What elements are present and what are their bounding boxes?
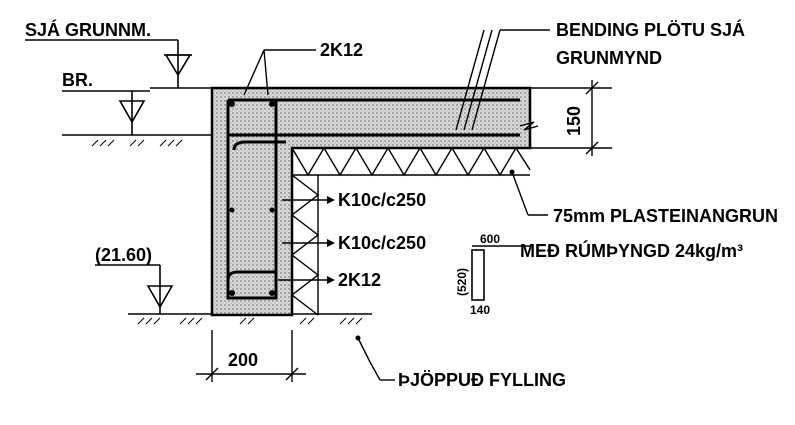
edge-label: BR. bbox=[62, 70, 93, 90]
ground-lines bbox=[25, 39, 372, 315]
stirrup-label-1: K10c/c250 bbox=[338, 190, 426, 210]
insulation-block-icon bbox=[471, 245, 530, 301]
level-label: (21.60) bbox=[95, 245, 152, 265]
level-symbol-edge bbox=[118, 91, 146, 135]
leader-arrowheads bbox=[327, 169, 515, 341]
reinforcement-bars bbox=[226, 98, 520, 300]
stirrup-label-2: K10c/c250 bbox=[338, 233, 426, 253]
rebar-bottom-label: 2K12 bbox=[338, 270, 381, 290]
grade-reference-label: SJÁ GRUNNM. bbox=[25, 19, 151, 40]
insulation-label-line2: MEÐ RÚMÞYNGD 24kg/m³ bbox=[520, 240, 743, 261]
block-top-dimension: 600 bbox=[480, 232, 500, 246]
leader-lines bbox=[243, 29, 550, 381]
insulation-beside-wall bbox=[290, 174, 320, 316]
dimension-slab-thickness bbox=[519, 80, 612, 156]
slab-thickness-dimension: 150 bbox=[564, 106, 584, 136]
rebar-dots bbox=[229, 101, 275, 296]
rebar-top-label: 2K12 bbox=[320, 40, 363, 60]
dimension-wall-width bbox=[196, 330, 306, 382]
insulation-under-slab bbox=[291, 146, 531, 177]
soil-hatch bbox=[91, 139, 363, 325]
level-symbol-bottom bbox=[146, 265, 174, 314]
block-side-dimension: (520) bbox=[455, 268, 469, 296]
compacted-fill-label: ÞJÖPPUÐ FYLLING bbox=[398, 370, 566, 390]
slab-bending-label-line1: BENDING PLÖTU SJÁ bbox=[556, 19, 745, 40]
insulation-label-line1: 75mm PLASTEINANGRUN bbox=[553, 206, 778, 226]
slab-bending-label-line2: GRUNMYND bbox=[556, 48, 662, 68]
block-bottom-dimension: 140 bbox=[470, 303, 490, 317]
wall-width-dimension: 200 bbox=[228, 350, 258, 370]
level-symbol-grade bbox=[164, 40, 192, 88]
